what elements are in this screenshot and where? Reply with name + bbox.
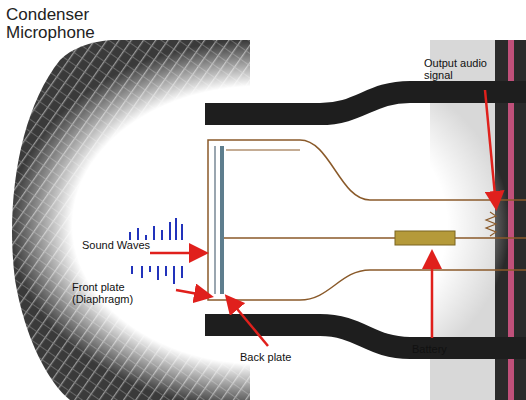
back-plate bbox=[220, 146, 224, 294]
diaphragm bbox=[214, 146, 216, 294]
leader-arrows bbox=[150, 90, 496, 346]
resistor-symbol bbox=[486, 212, 496, 236]
part-label: Output audio signal bbox=[424, 58, 494, 81]
housing-top bbox=[205, 92, 526, 114]
title: Condenser Microphone bbox=[6, 6, 126, 42]
part-label: Battery bbox=[412, 344, 447, 356]
part-label: Back plate bbox=[240, 352, 291, 364]
capsule-bottom bbox=[300, 270, 526, 300]
capsule bbox=[208, 140, 300, 300]
part-label: Sound Waves bbox=[82, 240, 150, 252]
wire bbox=[224, 237, 526, 239]
battery-symbol bbox=[395, 231, 455, 245]
wire bbox=[226, 150, 300, 151]
part-label: Front plate (Diaphragm) bbox=[72, 282, 138, 305]
